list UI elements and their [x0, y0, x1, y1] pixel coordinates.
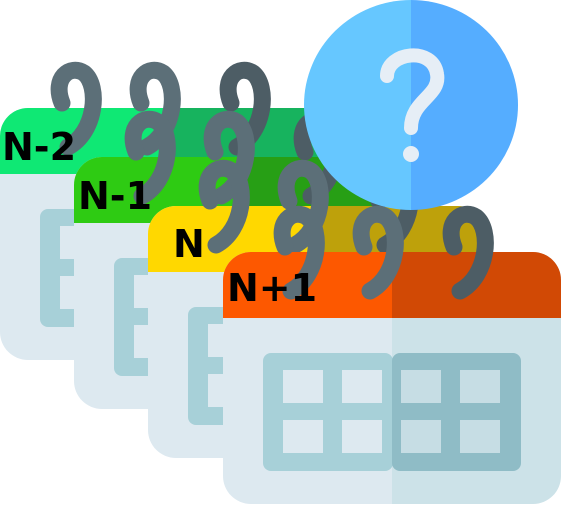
question-mark-hook	[380, 48, 445, 135]
date-cell	[342, 420, 382, 453]
binder-ring	[50, 61, 102, 156]
calendar-label-n-plus-1: N+1	[227, 266, 318, 310]
help-bubble-right	[411, 0, 518, 210]
binder-ring	[219, 61, 271, 156]
date-cell	[283, 420, 323, 453]
calendar-label-n-minus-2: N-2	[2, 125, 77, 169]
date-cell	[283, 370, 323, 403]
date-cell	[460, 370, 500, 403]
date-cell	[401, 370, 441, 403]
question-mark-icon	[304, 0, 518, 210]
binder-ring	[352, 205, 404, 300]
date-cell	[342, 370, 382, 403]
binder-ring	[442, 205, 494, 300]
binder-ring	[198, 159, 250, 254]
binder-ring	[124, 110, 176, 205]
date-cell	[401, 420, 441, 453]
calendar-icon-n-plus-1	[223, 205, 561, 504]
calendar-label-n: N	[173, 222, 205, 266]
question-mark-dot	[403, 146, 419, 162]
calendar-label-n-minus-1: N-1	[78, 174, 153, 218]
date-cell	[460, 420, 500, 453]
help-bubble-left	[304, 0, 411, 210]
binder-ring	[273, 205, 325, 300]
